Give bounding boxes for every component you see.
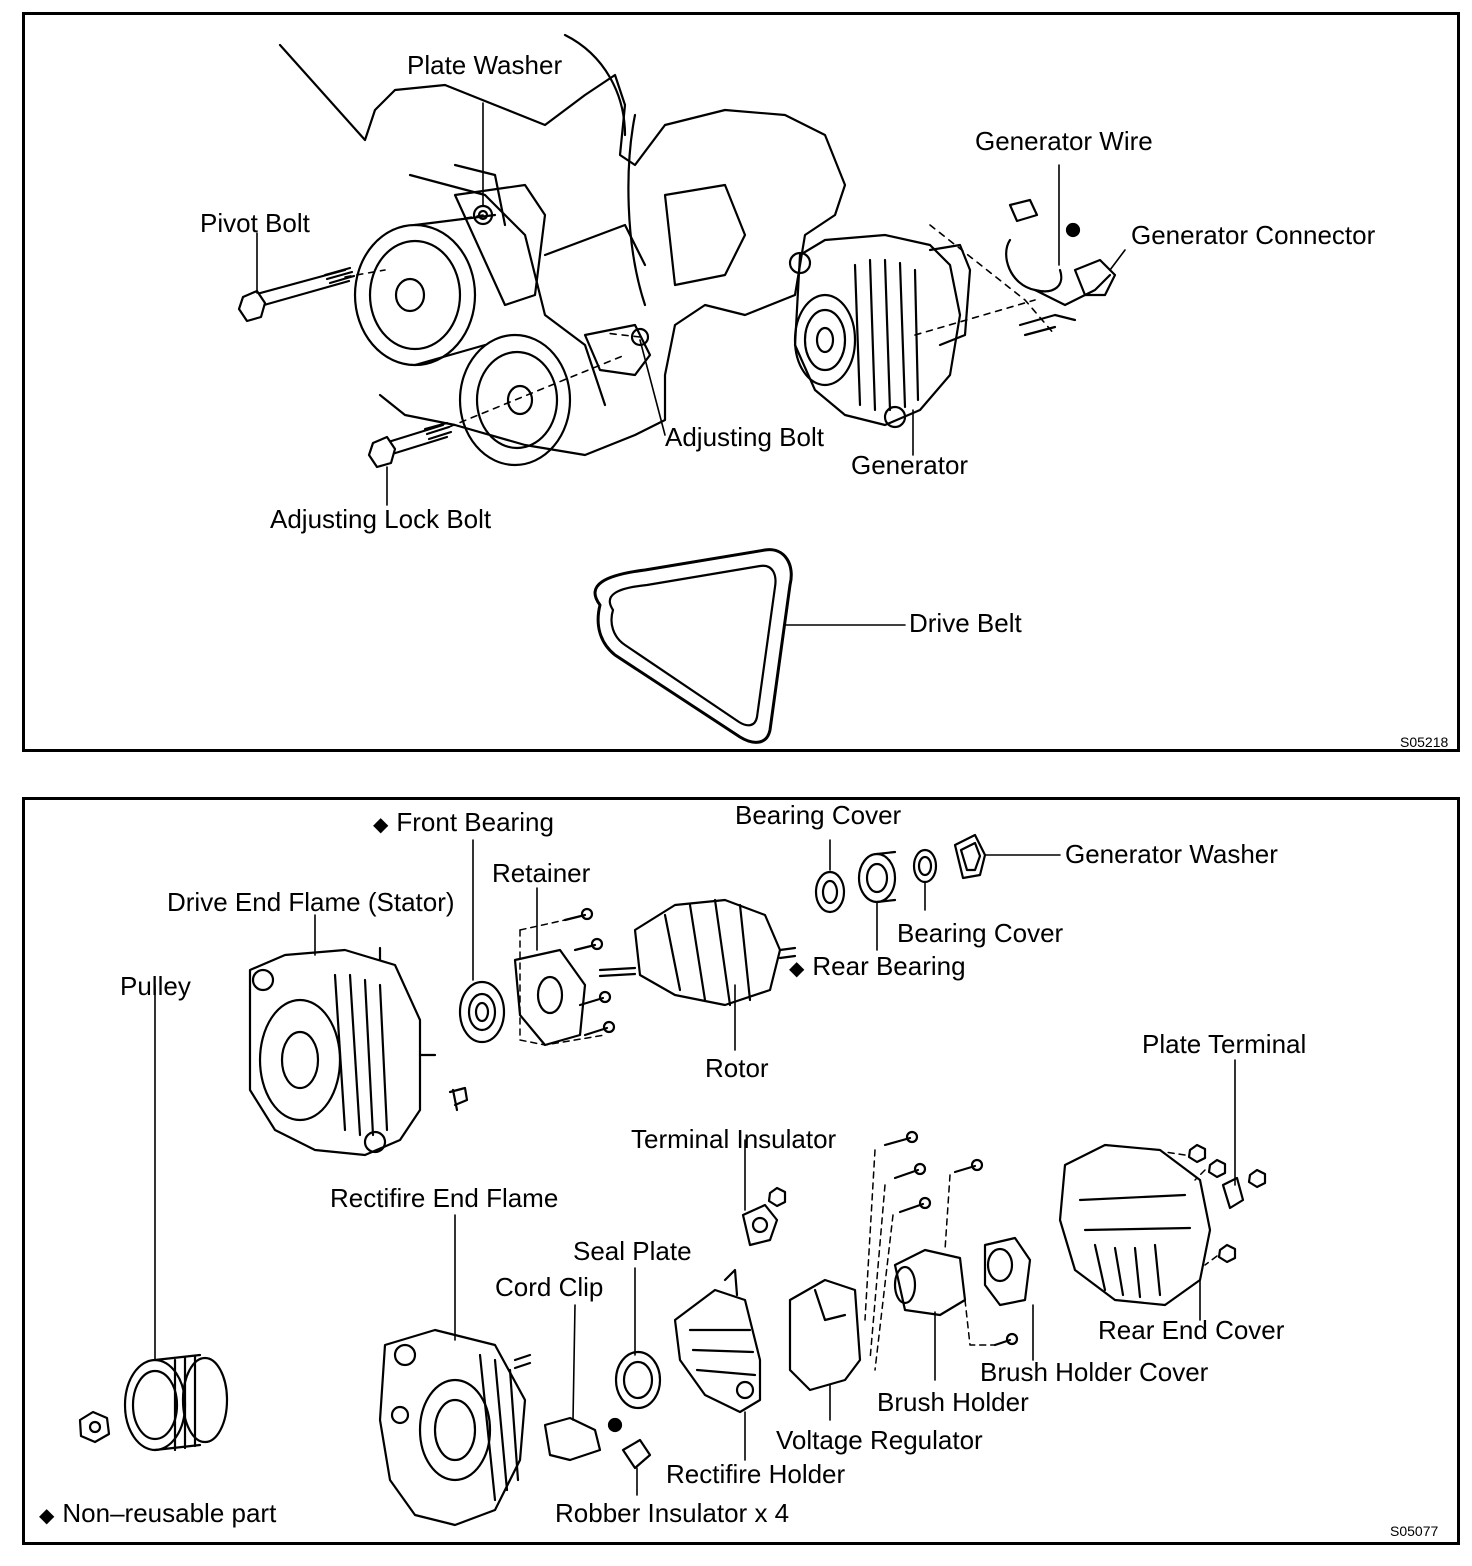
label-cord-clip: Cord Clip: [495, 1272, 604, 1302]
label-generator: Generator: [851, 450, 969, 480]
label-seal-plate: Seal Plate: [573, 1236, 692, 1266]
non-reusable-diamond-icon: ◆: [373, 814, 389, 836]
label-rectifire-end-flame: Rectifire End Flame: [330, 1183, 559, 1213]
label-terminal-insulator: Terminal Insulator: [631, 1124, 837, 1154]
label-rear-end-cover: Rear End Cover: [1098, 1315, 1285, 1345]
label-bearing-cover-right: Bearing Cover: [897, 918, 1064, 948]
label-pulley: Pulley: [120, 971, 191, 1001]
label-plate-terminal: Plate Terminal: [1142, 1029, 1307, 1059]
label-adjusting-bolt: Adjusting Bolt: [665, 422, 824, 452]
figure-code: S05077: [1390, 1523, 1439, 1539]
label-rotor: Rotor: [705, 1053, 769, 1083]
label-robber-insulator: Robber Insulator x 4: [555, 1498, 790, 1528]
non-reusable-diamond-icon: ◆: [39, 1505, 55, 1527]
label-adjusting-lock-bolt: Adjusting Lock Bolt: [270, 504, 492, 534]
label-rectifire-holder: Rectifire Holder: [666, 1459, 846, 1489]
label-brush-holder: Brush Holder: [877, 1387, 1029, 1417]
label-generator-washer: Generator Washer: [1065, 839, 1278, 869]
installation-diagram-panel: Plate Washer Generator Wire Generator Co…: [22, 12, 1460, 752]
non-reusable-diamond-icon: ◆: [789, 958, 805, 980]
label-rear-bearing: ◆Rear Bearing: [789, 951, 966, 981]
engine-generator-drawing: [237, 33, 1126, 744]
label-bearing-cover-top: Bearing Cover: [735, 800, 902, 830]
figure-code: S05218: [1400, 734, 1449, 750]
legend-non-reusable: ◆Non–reusable part: [39, 1498, 277, 1528]
label-drive-end-flame: Drive End Flame (Stator): [167, 887, 455, 917]
label-generator-wire: Generator Wire: [975, 126, 1153, 156]
label-generator-connector: Generator Connector: [1131, 220, 1376, 250]
generator-exploded-drawing: [78, 833, 1267, 1527]
label-voltage-regulator: Voltage Regulator: [776, 1425, 983, 1455]
label-front-bearing: ◆Front Bearing: [373, 807, 554, 837]
label-retainer: Retainer: [492, 858, 591, 888]
label-plate-washer: Plate Washer: [407, 50, 563, 80]
exploded-view-panel: ◆Front Bearing Bearing Cover Generator W…: [22, 797, 1460, 1545]
label-brush-holder-cover: Brush Holder Cover: [980, 1357, 1209, 1387]
label-drive-belt: Drive Belt: [909, 608, 1022, 638]
label-pivot-bolt: Pivot Bolt: [200, 208, 310, 238]
